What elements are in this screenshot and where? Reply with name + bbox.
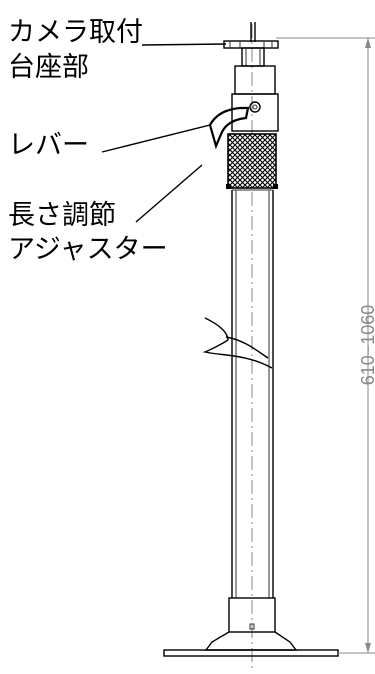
label-camera-mount-1: カメラ取付 xyxy=(8,17,143,48)
lower-base xyxy=(163,597,339,657)
upper-column xyxy=(231,65,279,132)
dimension-text: 610−1060 xyxy=(358,305,375,386)
dimension-line xyxy=(276,37,375,654)
camera-mount-base xyxy=(223,22,279,67)
main-tube xyxy=(231,189,274,598)
label-lever: レバー xyxy=(8,130,89,161)
lever-part xyxy=(208,106,250,150)
leader-lever xyxy=(101,124,211,153)
break-symbol xyxy=(202,317,273,369)
leader-camera-mount xyxy=(141,43,227,46)
label-adjuster-1: 長さ調節 xyxy=(8,200,116,231)
label-adjuster-2: アジャスター xyxy=(8,234,168,265)
length-adjuster-knurl xyxy=(226,133,278,189)
label-camera-mount-2: 台座部 xyxy=(8,52,89,83)
leader-adjuster xyxy=(135,164,203,223)
